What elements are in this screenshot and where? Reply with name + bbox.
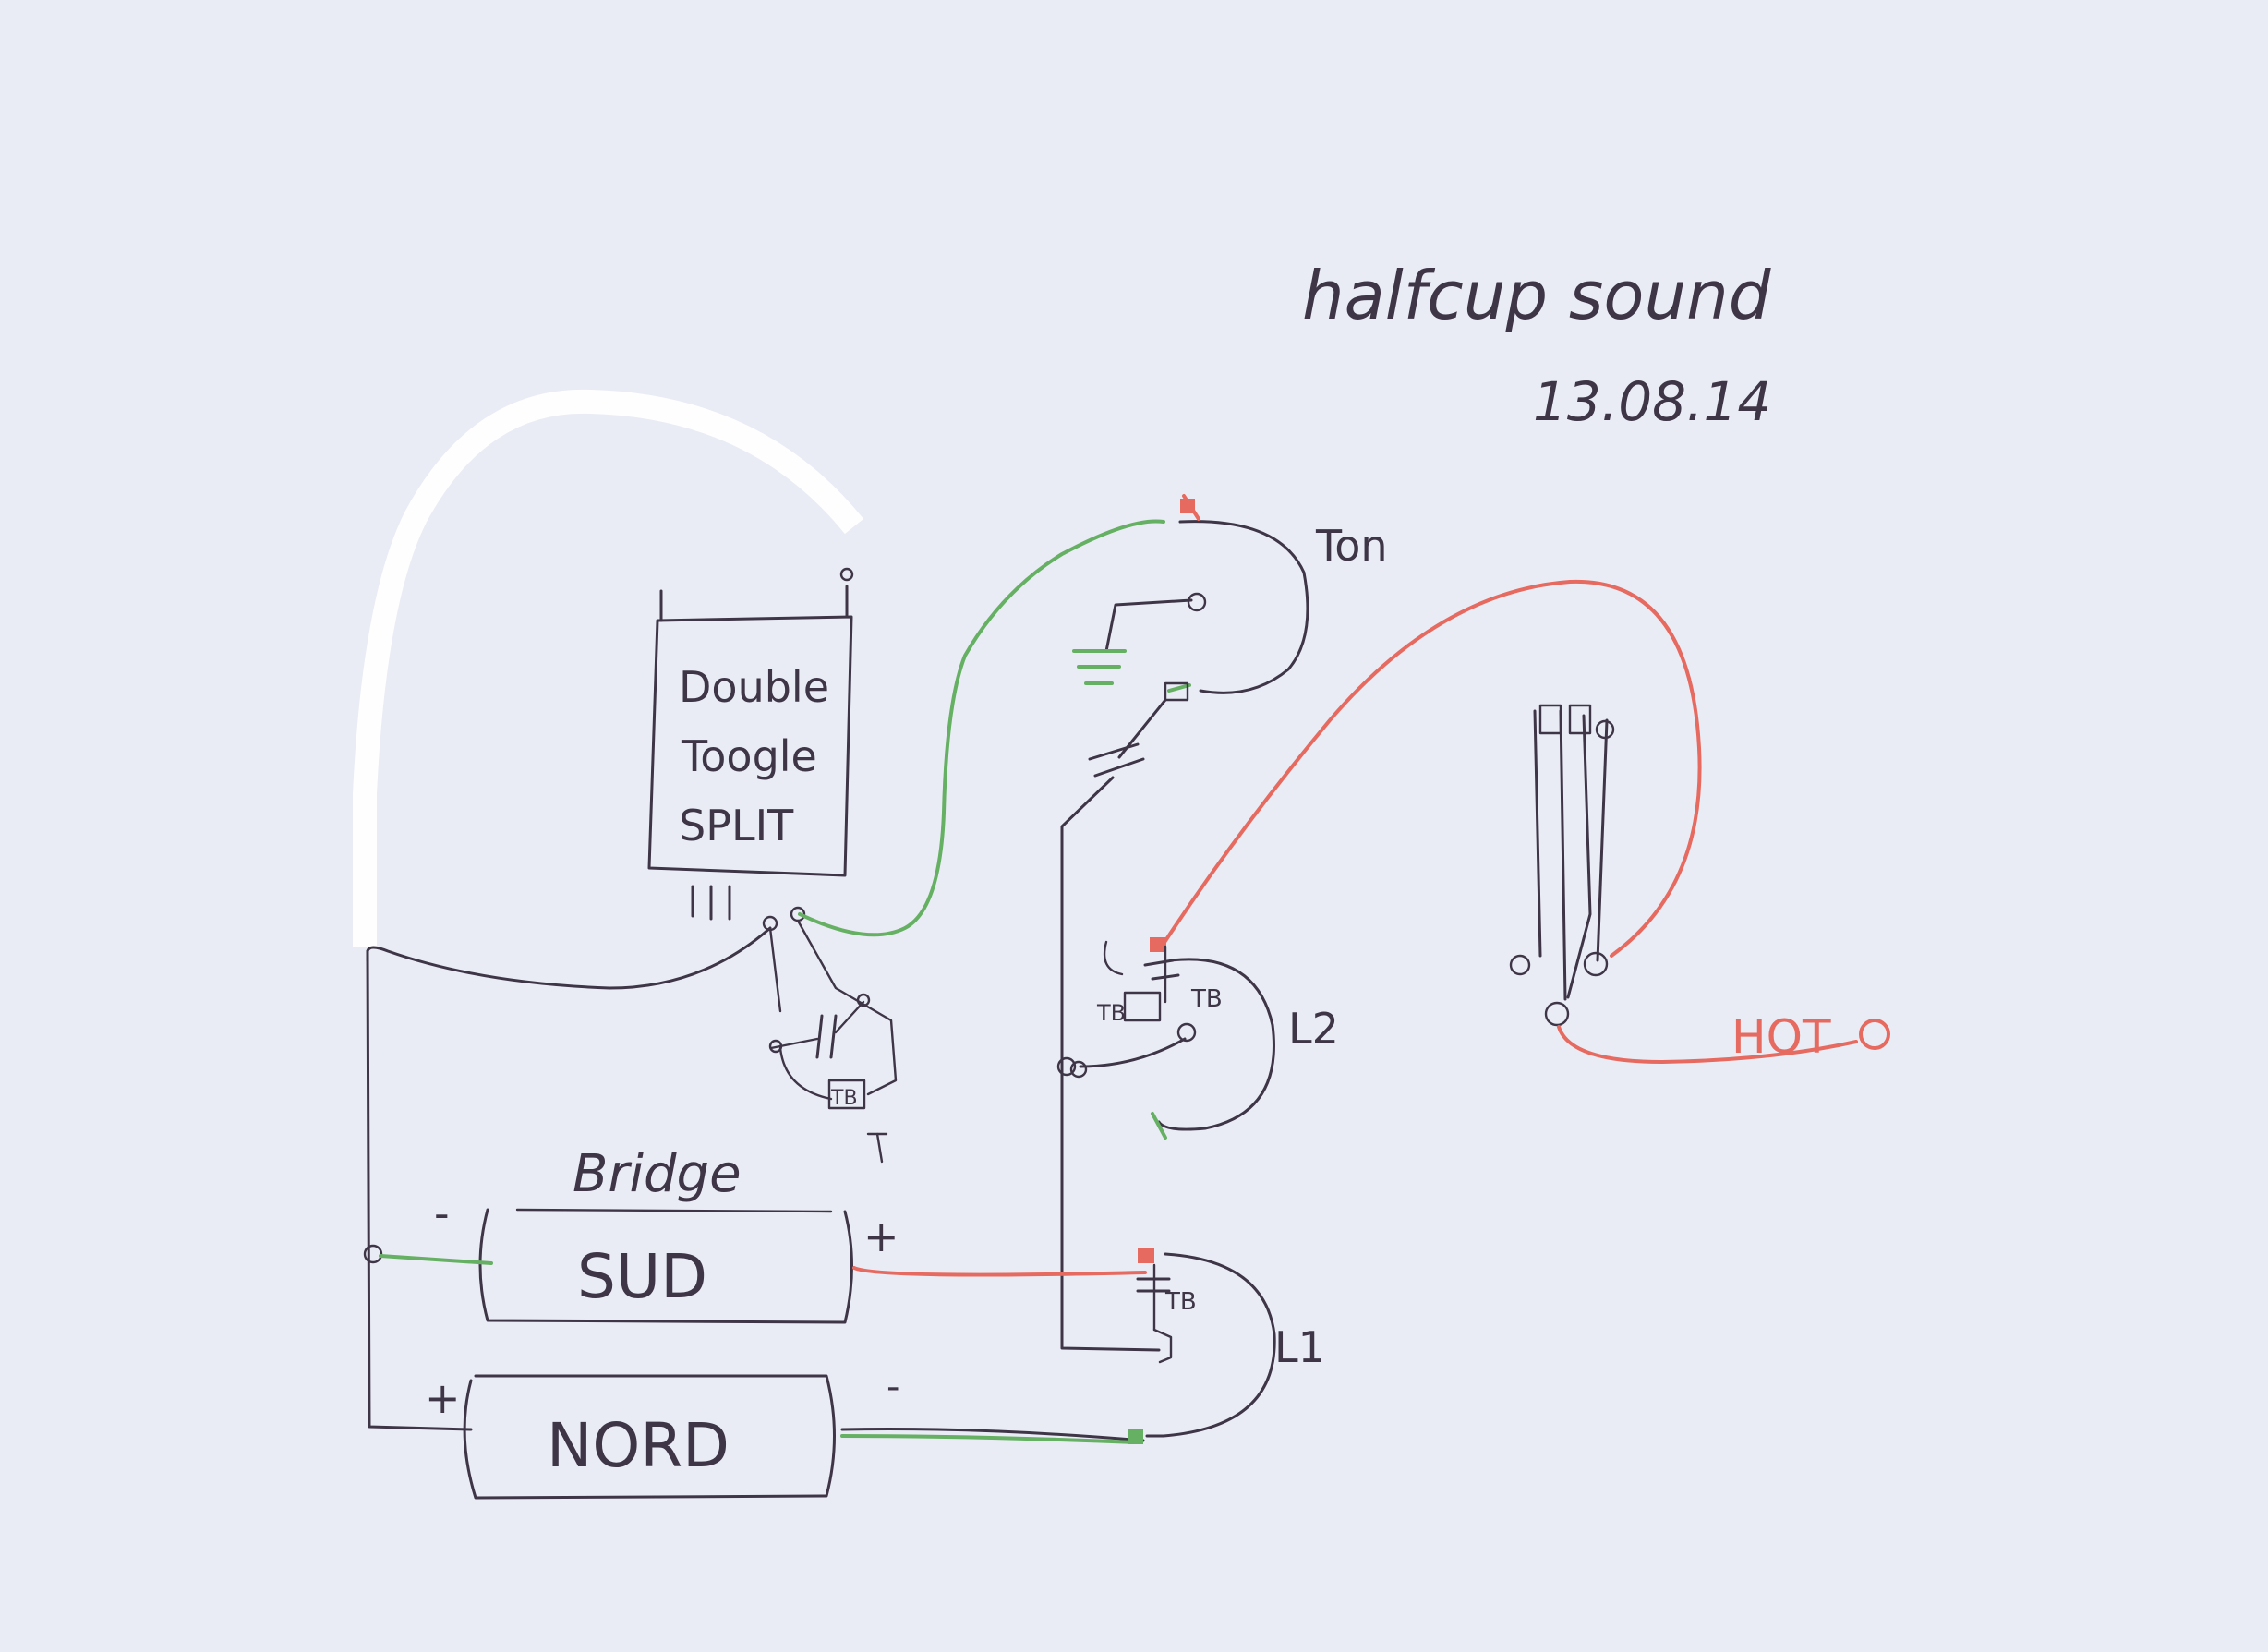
diagram-date: 13.08.14	[1533, 370, 1771, 433]
double-toggle-split-switch: Double Toogle SPLIT	[647, 567, 854, 932]
switch-tb-label: TB	[830, 1087, 858, 1110]
switch-treble-bleed: TB	[768, 919, 898, 1164]
pickup-nord-label: NORD	[547, 1410, 730, 1481]
nord-plus-sign: +	[425, 1373, 461, 1423]
l1-volume-pot: TB L1	[1136, 1248, 1325, 1438]
l2-tb-left-label: TB	[1096, 1000, 1126, 1026]
switch-ground-wire	[366, 926, 772, 990]
tone-label: Ton	[1315, 521, 1388, 571]
switch-label-line2: Toogle	[681, 731, 817, 781]
red-wire-sud-to-l1	[852, 1266, 1147, 1277]
switch-label-line3: SPLIT	[679, 801, 794, 850]
green-wire-sud-ground	[379, 1254, 493, 1265]
nord-wire-to-l1	[840, 1428, 1145, 1442]
tone-capacitor	[1060, 698, 1167, 1352]
green-wire-switch-to-tone	[798, 519, 1165, 937]
pickup-sud-label: SUD	[577, 1241, 707, 1312]
tone-potentiometer: Ton	[1072, 494, 1388, 702]
ground-lug-terminal	[363, 1244, 383, 1264]
diagram-title: halfcup sound	[1302, 257, 1772, 334]
sud-plus-sign: +	[863, 1212, 899, 1261]
bridge-humbucker: Bridge SUD NORD - + + -	[425, 1144, 899, 1500]
bridge-label: Bridge	[573, 1144, 742, 1204]
green-wire-nord-to-l1	[840, 1434, 1138, 1444]
l1-tb-label: TB	[1164, 1288, 1197, 1316]
nord-minus-sign: -	[887, 1366, 899, 1408]
red-wire-hot-lead	[1557, 1025, 1858, 1065]
output-jack	[1509, 704, 1615, 1027]
sud-minus-sign: -	[434, 1188, 450, 1238]
l2-tb-right-label: TB	[1190, 985, 1223, 1013]
l1-label: L1	[1274, 1322, 1325, 1372]
left-ground-rail	[366, 949, 473, 1431]
red-wire-l2-to-jack	[1160, 579, 1702, 958]
switch-label-line1: Double	[679, 662, 829, 712]
white-tape-arc	[353, 389, 864, 947]
hot-label: HOT	[1731, 1010, 1831, 1064]
l1-green-solder	[1128, 1429, 1143, 1444]
l2-volume-pot: TB TB L2	[1056, 937, 1339, 1140]
hot-output-terminal	[1859, 1019, 1890, 1050]
l2-label: L2	[1288, 1004, 1339, 1054]
